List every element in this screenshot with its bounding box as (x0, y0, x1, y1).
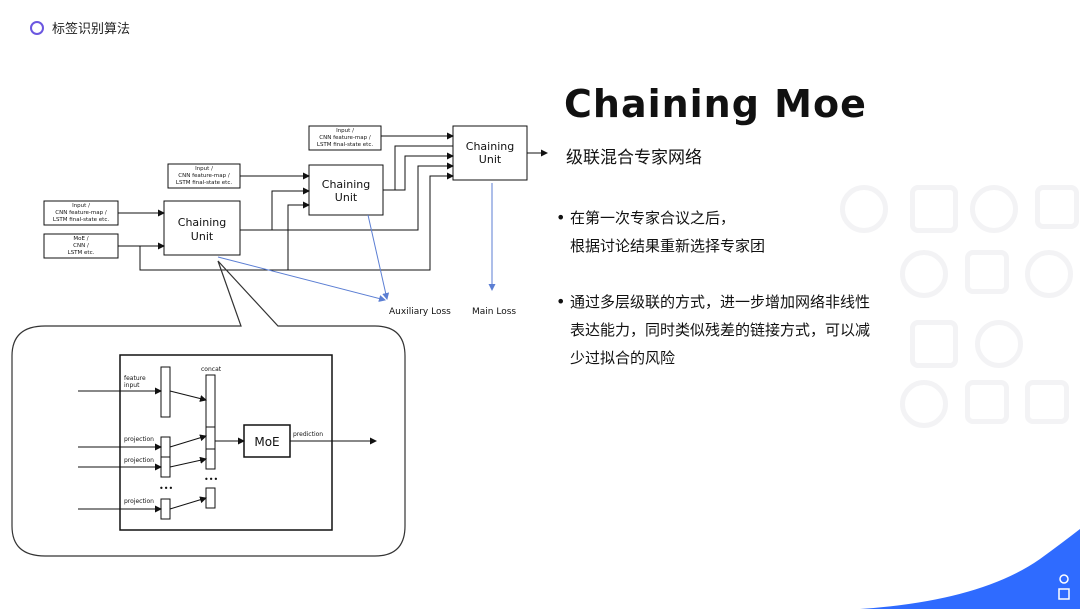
corner-swoosh (860, 529, 1080, 609)
bg-square (910, 320, 958, 368)
input-3-line2: CNN feature-map / (319, 135, 371, 141)
projection-block-1b (160, 456, 171, 478)
circle-icon (30, 20, 44, 35)
bg-circle (975, 320, 1023, 368)
bullet-item: • 通过多层级联的方式，进一步增加网络非线性 表达能力，同时类似残差的链接方式，… (556, 288, 896, 372)
concat-ellipsis: ••• (204, 475, 218, 484)
projection-block-2 (160, 498, 171, 520)
input-box-3 (308, 125, 382, 151)
projection-label-1: projection (124, 436, 154, 443)
input-2-line3: LSTM final-state etc. (176, 180, 232, 186)
input-1-line3: LSTM final-state etc. (53, 217, 109, 223)
unit-3-label-line2: Unit (479, 153, 502, 166)
bg-square (910, 185, 958, 233)
bg-circle (900, 250, 948, 298)
slide-title: Chaining Moe (564, 82, 867, 126)
bg-circle (1025, 250, 1073, 298)
chaining-unit-1 (163, 200, 241, 256)
bg-circle (970, 185, 1018, 233)
prediction-label: prediction (293, 431, 323, 438)
bullet-line: 表达能力，同时类似残差的链接方式，可以减 (570, 321, 871, 339)
bullet-line: 根据讨论结果重新选择专家团 (570, 237, 766, 255)
feature-input-block (160, 366, 171, 418)
projection-ellipsis: ••• (159, 484, 173, 493)
projection-label-3: projection (124, 498, 154, 505)
input-1-line2: CNN feature-map / (55, 210, 107, 216)
unit-3-label-line1: Chaining (466, 140, 514, 153)
bg-square (1035, 185, 1079, 229)
input-2-line1: Input / (195, 166, 213, 172)
slide-subtitle: 级联混合专家网络 (566, 148, 702, 168)
corner-square-icon (1058, 588, 1070, 600)
bg-square (1025, 380, 1069, 424)
projection-block-1a (160, 436, 171, 458)
projection-label-2: projection (124, 457, 154, 464)
header-title: 标签识别算法 (52, 22, 131, 37)
moe-input-line3: LSTM etc. (68, 250, 95, 256)
bullet-line: 通过多层级联的方式，进一步增加网络非线性 (570, 293, 871, 311)
auxiliary-loss-label: Auxiliary Loss (389, 307, 451, 317)
corner-decoration (860, 529, 1080, 609)
main-loss-label: Main Loss (472, 307, 516, 317)
bg-circle (840, 185, 888, 233)
input-1-line1: Input / (72, 203, 90, 209)
bullet-dot: • (556, 208, 566, 227)
concat-block (205, 374, 216, 428)
unit-1-label-line1: Chaining (178, 216, 226, 229)
concat-block-2 (205, 426, 216, 450)
concat-block-4 (205, 487, 216, 509)
concat-block-3 (205, 448, 216, 470)
bullet-item: • 在第一次专家合议之后， 根据讨论结果重新选择专家团 (556, 204, 896, 260)
bullet-line: 少过拟合的风险 (570, 349, 676, 367)
bg-circle (900, 380, 948, 428)
unit-1-label-line2: Unit (191, 230, 214, 243)
bullet-dot: • (556, 292, 566, 311)
corner-circle-icon (1059, 574, 1069, 584)
input-3-line1: Input / (336, 128, 354, 134)
input-3-line3: LSTM final-state etc. (317, 142, 373, 148)
header: 标签识别算法 (30, 18, 130, 37)
detail-callout (11, 260, 406, 557)
feature-input-label-line1: feature (124, 375, 146, 382)
unit-2-label-line1: Chaining (322, 178, 370, 191)
moe-input-line2: CNN / (73, 243, 89, 249)
moe-input-line1: MoE / (73, 236, 88, 242)
unit-2-label-line2: Unit (335, 191, 358, 204)
bg-square (965, 250, 1009, 294)
bg-square (965, 380, 1009, 424)
input-2-line2: CNN feature-map / (178, 173, 230, 179)
detail-frame (119, 354, 333, 531)
feature-input-label-line2: input (124, 382, 140, 389)
moe-block-label: MoE (254, 435, 279, 449)
bullet-line: 在第一次专家合议之后， (570, 209, 736, 227)
concat-label: concat (201, 366, 222, 373)
